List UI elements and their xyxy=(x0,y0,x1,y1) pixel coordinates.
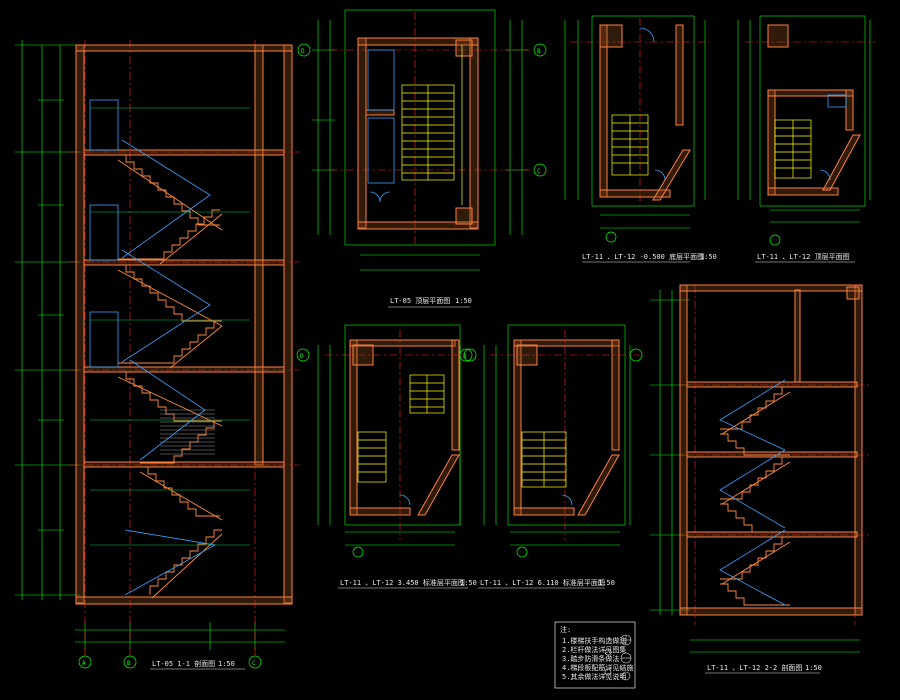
section-2-2-scale: 1:50 xyxy=(805,664,822,672)
plan-lt05-axis-lines xyxy=(330,12,530,245)
plan-c-stair xyxy=(357,374,445,483)
section-1-1-stair-hatch xyxy=(160,409,215,455)
legend-box: 注: 1.楼梯扶手构造做法 2.栏杆做法详见图集 3.踏步防滑条做法 4.梯段板… xyxy=(554,621,636,689)
legend-item-1: 1.楼梯扶手构造做法 xyxy=(562,636,626,645)
plan-d-axis-bubbles xyxy=(463,348,643,558)
plan-a-walls xyxy=(599,24,691,201)
section-2-2-stair-flights xyxy=(720,386,791,606)
plan-b-view: LT-11 、LT-12 顶层平面图 xyxy=(737,15,875,263)
plan-d-door xyxy=(561,494,573,506)
plan-d-walls xyxy=(513,339,620,516)
plan-a-scale: 1:50 xyxy=(700,253,717,261)
plan-b-door xyxy=(819,94,847,181)
plan-d-title: LT-11 、LT-12 6.110 标准层平面图 xyxy=(480,578,605,587)
legend-item-3: 3.踏步防滑条做法 xyxy=(562,654,619,663)
plan-d-dimension-lines xyxy=(483,324,631,546)
section-1-1-axis-bubbles xyxy=(78,655,262,669)
section-2-2-walls xyxy=(679,284,863,616)
axis-label-section-1-1-a: A xyxy=(82,660,86,667)
plan-lt05-view: D B C LT-05 顶层平面图 1:50 xyxy=(297,9,547,308)
axis-label-section-1-1-c: C xyxy=(252,660,256,667)
section-1-1-view: A B C LT-05 1-1 剖面图 1:50 xyxy=(15,40,300,670)
plan-d-view: LT-11 、LT-12 6.110 标准层平面图 1:50 xyxy=(463,324,643,589)
axis-label-plan-lt05-c: C xyxy=(537,168,541,175)
section-2-2-title: LT-11 、LT-12 2-2 剖面图 xyxy=(707,663,802,672)
plan-b-dimension-lines xyxy=(737,15,871,223)
section-1-1-blue-stair-lines xyxy=(89,99,217,596)
plan-lt05-walls xyxy=(357,37,479,230)
plan-c-view: D B LT-11 、LT-12 3.450 标准层平面图 1:50 xyxy=(296,324,477,589)
plan-lt05-rooms xyxy=(367,49,395,203)
legend-item-2: 2.栏杆做法详见图集 xyxy=(562,645,626,654)
section-2-2-blue-lines xyxy=(719,379,786,606)
plan-d-scale: 1:50 xyxy=(598,579,615,587)
plan-b-title: LT-11 、LT-12 顶层平面图 xyxy=(757,253,850,261)
plan-b-walls xyxy=(767,24,861,196)
plan-c-axis-lines xyxy=(325,330,470,540)
plan-d-stair xyxy=(521,431,567,488)
plan-b-axis-bubble xyxy=(769,234,781,246)
plan-a-title: LT-11 、LT-12 -0.500 底层平面图 xyxy=(582,252,704,261)
axis-label-section-1-1-b: B xyxy=(127,660,131,667)
plan-a-stair xyxy=(611,114,649,176)
axis-label-plan-c-b: B xyxy=(463,353,467,360)
plan-a-dimension-lines xyxy=(564,15,706,229)
plan-d-axis-lines xyxy=(490,330,640,540)
legend-heading: 注: xyxy=(560,625,571,634)
plan-lt05-title: LT-05 顶层平面图 xyxy=(390,297,450,305)
plan-c-walls xyxy=(349,339,460,516)
plan-c-scale: 1:50 xyxy=(460,579,477,587)
plan-b-stair xyxy=(774,119,812,179)
section-1-1-dimension-lines xyxy=(15,40,285,650)
legend-item-4: 4.梯段板配筋详见结施 xyxy=(562,663,633,672)
plan-lt05-scale: 1:50 xyxy=(455,297,472,305)
section-1-1-title: LT-05 1-1 剖面图 xyxy=(152,659,215,668)
section-1-1-axis-lines xyxy=(70,40,300,655)
section-2-2-view: LT-11 、LT-12 2-2 剖面图 1:50 xyxy=(650,284,870,674)
plan-c-axis-bubbles xyxy=(296,348,473,558)
plan-c-title: LT-11 、LT-12 3.450 标准层平面图 xyxy=(340,578,465,587)
section-1-1-walls xyxy=(75,44,293,605)
plan-a-door xyxy=(639,27,666,181)
plan-a-axis-lines xyxy=(570,18,710,210)
plan-lt05-stair xyxy=(401,45,463,205)
axis-label-plan-c-d: D xyxy=(300,353,304,360)
plan-c-door xyxy=(399,494,411,506)
plan-a-view: LT-11 、LT-12 -0.500 底层平面图 1:50 xyxy=(564,15,717,263)
plan-lt05-axis-bubbles xyxy=(297,43,547,177)
section-1-1-scale: 1:50 xyxy=(218,660,235,668)
axis-label-plan-lt05-d: D xyxy=(301,48,305,55)
axis-label-plan-lt05-b: B xyxy=(537,48,541,55)
legend-symbols xyxy=(604,634,632,681)
section-2-2-dimension-lines xyxy=(650,290,860,653)
plan-c-dimension-lines xyxy=(317,324,461,546)
legend-item-5: 5.其余做法详见说明 xyxy=(562,672,626,681)
plan-lt05-dimension-lines xyxy=(312,9,528,271)
section-1-1-stair-flights xyxy=(117,154,223,599)
section-1-1-level-lines xyxy=(90,107,250,546)
plan-a-axis-bubble xyxy=(605,231,617,243)
